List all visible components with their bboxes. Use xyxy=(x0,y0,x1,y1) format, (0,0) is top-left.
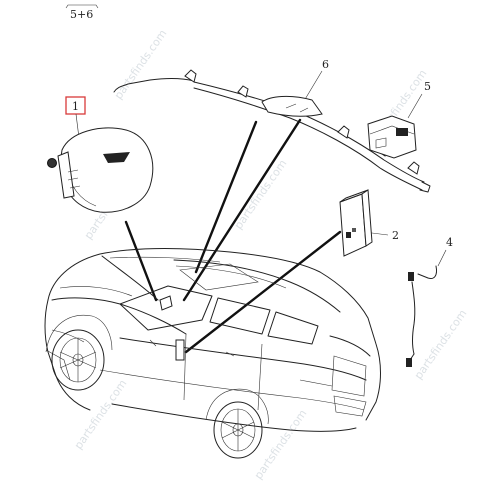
pointer-curtain xyxy=(194,120,258,274)
vehicle-windshield-top xyxy=(109,256,221,263)
vehicle-door-handle xyxy=(225,351,235,357)
curtain-clip xyxy=(407,161,420,175)
curtain-clip xyxy=(337,125,350,139)
vehicle-b-pillar-sensor xyxy=(175,339,185,361)
airbag-housing xyxy=(57,151,75,199)
pointer-airbag xyxy=(124,220,158,302)
vehicle-roof-rail xyxy=(173,259,341,313)
leader-line-6 xyxy=(303,70,323,102)
curtain-clip xyxy=(237,85,249,98)
callout-6: 6 xyxy=(322,58,329,71)
front-wheel-arch xyxy=(45,314,113,353)
vehicle-sunroof xyxy=(179,263,259,291)
module-connector xyxy=(346,232,351,238)
vehicle-door-line xyxy=(257,343,263,411)
vehicle-roofline xyxy=(47,248,381,421)
vehicle-rear-window xyxy=(209,297,271,335)
curtain-front-clip xyxy=(184,69,197,83)
vehicle-door-line xyxy=(183,333,187,401)
watermark-layer: partsfinds.com partsfinds.com partsfinds… xyxy=(72,27,470,482)
pointer-module xyxy=(184,230,342,354)
vehicle-taillight xyxy=(299,379,333,387)
vehicle-hood-line xyxy=(59,286,133,297)
rear-spokes xyxy=(221,409,255,451)
vehicle-outline xyxy=(44,248,381,459)
vehicle-spoiler xyxy=(329,335,371,357)
highlight-box xyxy=(65,96,86,115)
watermark-text: partsfinds.com xyxy=(412,307,470,382)
front-tire xyxy=(51,329,105,391)
kit-label-text: 5+6 xyxy=(70,8,93,21)
pointer-curtain-2 xyxy=(182,118,302,302)
airbag-control-module: 2 xyxy=(339,189,399,257)
callout-4: 4 xyxy=(446,236,453,249)
vehicle-headlight xyxy=(51,329,85,343)
vehicle-front-window xyxy=(119,285,213,331)
watermark-text: partsfinds.com xyxy=(252,407,310,482)
airbag-clip-lines xyxy=(67,169,81,189)
vehicle-mirror xyxy=(159,295,173,311)
vehicle-a-pillar xyxy=(101,255,159,301)
vehicle-rocker xyxy=(111,403,357,432)
vehicle-body-crease xyxy=(99,369,365,411)
airbag-connector xyxy=(47,158,57,168)
harness-main-wire xyxy=(411,281,416,355)
leader-line-4 xyxy=(437,249,447,267)
watermark-text: partsfinds.com xyxy=(232,157,290,232)
harness-bottom-connector xyxy=(406,358,412,367)
curtain-rear-end xyxy=(419,181,431,193)
vehicle-quarter-window xyxy=(267,311,319,345)
kit-brace xyxy=(65,4,99,9)
callout-1: 1 xyxy=(72,100,79,113)
inflator-detail xyxy=(285,103,309,113)
vehicle-roof-rail-2 xyxy=(175,265,287,289)
harness-top-wire xyxy=(417,265,437,279)
brand-logo-icon xyxy=(103,152,130,163)
rear-tire xyxy=(213,401,263,459)
module-side-face xyxy=(361,189,373,247)
curtain-front-tether xyxy=(113,78,195,93)
sensor-bracket-part-5: 5 xyxy=(367,80,431,159)
pointer-lines xyxy=(124,118,342,354)
bracket-body xyxy=(367,115,417,159)
bracket-mount xyxy=(375,137,387,149)
callout-5: 5 xyxy=(424,80,431,93)
wiring-harness: 4 xyxy=(406,236,453,367)
vehicle-license-plate xyxy=(333,395,367,417)
watermark-text: partsfinds.com xyxy=(72,377,130,452)
vehicle-grille-edge xyxy=(45,349,71,381)
harness-top-connector xyxy=(408,272,414,281)
kit-label: 5+6 xyxy=(65,4,99,21)
curtain-inflator xyxy=(261,95,323,117)
vehicle-door-handle xyxy=(149,339,157,347)
front-spokes xyxy=(59,338,97,382)
module-pin xyxy=(352,228,356,232)
front-wheel xyxy=(51,329,105,391)
vehicle-tailgate-glass xyxy=(331,355,367,397)
airbag-cover xyxy=(60,127,154,213)
callout-2: 2 xyxy=(392,229,399,242)
bracket-connector xyxy=(396,128,408,136)
rear-wheel xyxy=(213,401,263,459)
vehicle-front xyxy=(44,299,91,411)
curtain-airbag: 6 xyxy=(113,58,431,193)
vehicle-beltline xyxy=(119,337,367,381)
rear-wheel-arch xyxy=(205,388,269,425)
leader-line-5 xyxy=(407,93,423,119)
curtain-lower-edge xyxy=(193,87,423,191)
module-front-face xyxy=(339,193,367,257)
driver-airbag-module: 1 xyxy=(47,96,154,213)
watermark-text: partsfinds.com xyxy=(112,27,170,102)
